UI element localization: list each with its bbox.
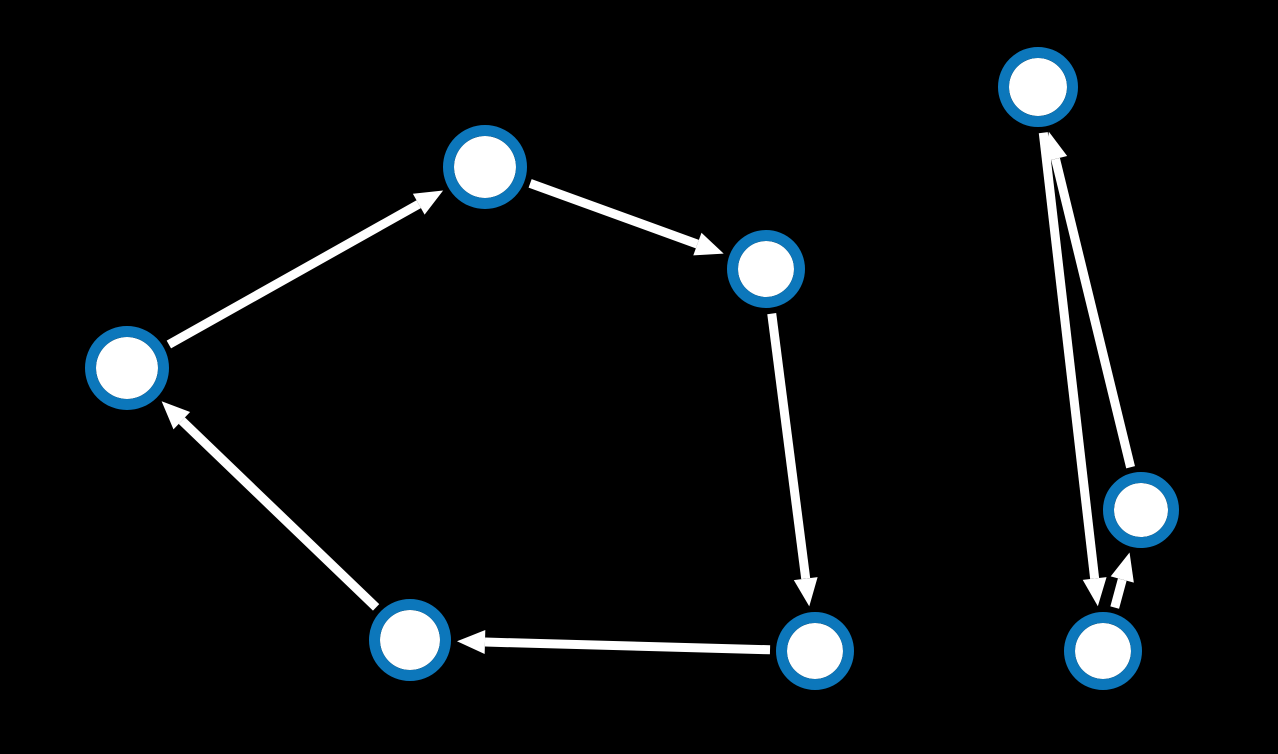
node-ring xyxy=(443,125,527,209)
edge-arrowhead-icon xyxy=(693,232,724,256)
node-fill xyxy=(787,623,843,679)
nodes-layer xyxy=(85,47,1179,690)
graph-node[interactable] xyxy=(727,230,805,308)
node-ring xyxy=(369,599,451,681)
edge-shaft xyxy=(166,200,421,349)
edge-arrowhead-icon xyxy=(412,190,444,215)
graph-edge[interactable] xyxy=(1043,131,1135,469)
edge-shaft xyxy=(767,313,811,580)
graph-node[interactable] xyxy=(85,326,169,410)
graph-edge[interactable] xyxy=(528,179,724,256)
node-fill xyxy=(1114,483,1168,537)
edge-arrowhead-icon xyxy=(1043,131,1068,162)
node-fill xyxy=(454,136,516,198)
node-ring xyxy=(727,230,805,308)
edge-arrowhead-icon xyxy=(1082,577,1107,607)
graph-node[interactable] xyxy=(369,599,451,681)
graph-edge[interactable] xyxy=(1110,552,1134,609)
node-ring xyxy=(1103,472,1179,548)
graph-node[interactable] xyxy=(998,47,1078,127)
graph-edge[interactable] xyxy=(1038,132,1107,607)
graph-node[interactable] xyxy=(1064,612,1142,690)
node-ring xyxy=(776,612,854,690)
edges-layer xyxy=(161,131,1135,655)
node-fill xyxy=(1009,58,1067,116)
node-fill xyxy=(738,241,794,297)
graph-edge[interactable] xyxy=(456,630,771,655)
graph-node[interactable] xyxy=(1103,472,1179,548)
edge-arrowhead-icon xyxy=(456,630,486,655)
edge-arrowhead-icon xyxy=(793,577,818,607)
edge-arrowhead-icon xyxy=(161,401,191,430)
node-ring xyxy=(85,326,169,410)
graph-edge[interactable] xyxy=(767,313,818,607)
node-fill xyxy=(380,610,440,670)
edge-shaft xyxy=(178,417,380,611)
node-fill xyxy=(1075,623,1131,679)
node-ring xyxy=(998,47,1078,127)
node-ring xyxy=(1064,612,1142,690)
edge-shaft xyxy=(528,179,699,249)
edge-shaft xyxy=(1110,578,1127,609)
graph-node[interactable] xyxy=(776,612,854,690)
edge-shaft xyxy=(1051,157,1135,469)
edge-arrowhead-icon xyxy=(1110,552,1134,583)
edge-shaft xyxy=(1038,132,1100,579)
node-fill xyxy=(96,337,158,399)
graph-node[interactable] xyxy=(443,125,527,209)
graph-edge[interactable] xyxy=(166,190,444,349)
graph-edge[interactable] xyxy=(161,401,380,611)
edge-shaft xyxy=(484,637,771,655)
